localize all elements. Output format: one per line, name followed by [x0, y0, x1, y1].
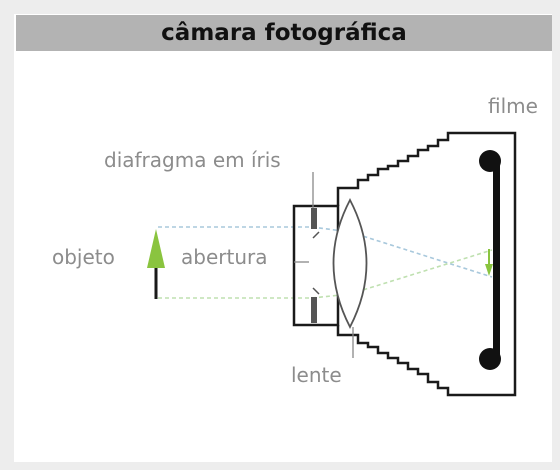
bellows-top — [336, 131, 517, 397]
iris-diaphragm-bottom — [311, 297, 317, 323]
ray-top-outgoing — [349, 231, 493, 278]
diagram-panel — [16, 51, 552, 462]
label-object: objeto — [52, 245, 115, 269]
iris-diaphragm-top — [311, 208, 317, 229]
film-spool-top — [479, 150, 501, 172]
ray-bottom-outgoing — [349, 249, 493, 295]
aperture-arrow-bottom — [312, 287, 320, 295]
label-aperture: abertura — [181, 245, 267, 269]
label-film: filme — [488, 94, 538, 118]
object-arrow — [147, 229, 165, 268]
title-bar: câmara fotográfica — [16, 15, 552, 51]
label-lens: lente — [291, 363, 342, 387]
aperture-arrow-top — [312, 231, 320, 239]
diagram-title: câmara fotográfica — [161, 20, 407, 46]
film-spool-bottom — [479, 348, 501, 370]
lens — [332, 198, 368, 329]
label-iris: diafragma em íris — [104, 148, 281, 172]
image-arrow — [485, 264, 493, 276]
film-plate — [493, 162, 500, 362]
